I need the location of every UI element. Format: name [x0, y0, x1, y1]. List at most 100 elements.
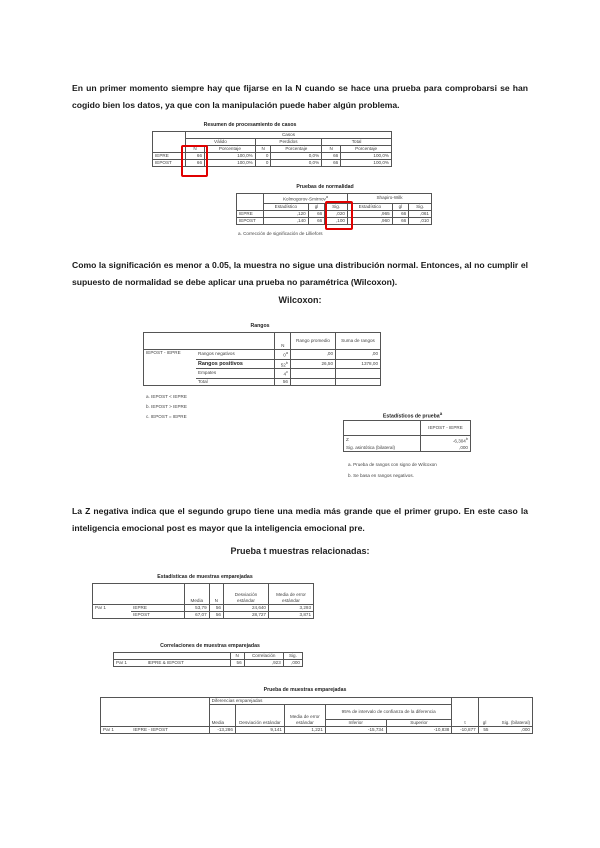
col-header: Superior: [385, 719, 453, 727]
footnote: b. IEPOST > IEPRE: [146, 404, 187, 409]
cell: ,010: [408, 216, 432, 225]
col-header: Sig.: [282, 652, 304, 660]
cell: ,965: [346, 209, 393, 218]
cell: 24,640: [223, 604, 269, 612]
sig-highlight-box: [325, 201, 353, 230]
col-header: N: [208, 583, 225, 605]
col-header: Media: [183, 583, 210, 605]
row-label: IEPOST: [236, 216, 264, 225]
cell: [335, 368, 381, 379]
normality-title: Pruebas de normalidad: [296, 184, 354, 190]
col-header: N: [321, 145, 342, 153]
cell: 1378,00: [335, 358, 381, 370]
cell: 66: [391, 209, 410, 218]
ranks-table: N Rango promedio Suma de rangos IEPOST -…: [142, 332, 381, 386]
ttest-heading: Prueba t muestras relacionadas:: [230, 546, 370, 556]
col-header: Media de error estándar: [268, 583, 314, 605]
cell: ,923: [243, 659, 284, 667]
col-header: Porcentaje: [204, 145, 256, 153]
paired-corr-table: N Correlación Sig. Par 1 IEPRE & IEPOST …: [112, 652, 304, 667]
pair-label: Par 1: [112, 659, 146, 667]
cell: 100,0%: [204, 159, 256, 167]
col-header: Estadístico: [263, 202, 309, 211]
cell: 4c: [274, 368, 291, 379]
cell: [335, 377, 381, 386]
footnote: a. IEPOST < IEPRE: [146, 394, 187, 399]
corner-cell: [92, 583, 185, 605]
row-label: Empates: [196, 368, 276, 379]
cell: 1,221: [283, 726, 326, 734]
table-row: Z -6,304b: [343, 434, 471, 445]
cell: ,000: [420, 444, 471, 452]
case-summary-title: Resumen de procesamiento de casos: [203, 122, 297, 128]
cell: ,000: [490, 726, 534, 734]
table-row: Sig. asintótica (bilateral) ,000: [343, 444, 471, 452]
row-label: Rangos positivos: [196, 358, 276, 370]
cell: 66: [321, 159, 342, 167]
ci-header: 95% de intervalo de confianza de la dife…: [324, 704, 453, 720]
corner-cell: [142, 332, 276, 350]
group-header: Shapiro-Wilk: [346, 193, 433, 204]
col-header: N: [254, 145, 272, 153]
cell: 66: [184, 159, 206, 167]
cell: -13,286: [208, 726, 236, 734]
corner-cell: [343, 420, 421, 436]
row-label: IEPRE: [131, 604, 185, 612]
col-header: gl: [391, 202, 410, 211]
row-group-label: IEPOST - IEPRE: [143, 349, 196, 386]
footnote: b. Se basa en rangos negativos.: [348, 473, 414, 478]
cell: 67,07: [183, 611, 210, 619]
corner-cell: [100, 697, 210, 727]
cell: 0,0%: [270, 152, 323, 160]
col-header: Sig.: [408, 202, 432, 211]
ranks-footnotes: a. IEPOST < IEPRE b. IEPOST > IEPRE c. I…: [146, 393, 187, 420]
table-row: IEPOST 67,07 56 28,727 3,871: [93, 611, 314, 619]
corner-cell: [113, 652, 231, 660]
cell: [290, 377, 336, 386]
row-label: Total: [196, 377, 276, 386]
cell: ,140: [263, 216, 309, 225]
paired-corr-title: Correlaciones de muestras emparejadas: [160, 643, 260, 649]
col-header: Suma de rangos: [335, 332, 381, 350]
cell: -6,304b: [420, 434, 471, 445]
test-stats-table: IEPOST - IEPRE Z -6,304b Sig. asintótica…: [343, 420, 471, 452]
cell: ,00: [335, 349, 381, 360]
col-header: t: [451, 697, 479, 727]
cell: ,061: [408, 209, 432, 218]
col-header: Rango promedio: [290, 332, 336, 350]
cell: 28,727: [223, 611, 269, 619]
cell: 3,293: [268, 604, 314, 612]
col-header: gl: [477, 697, 491, 727]
cell: ,120: [263, 209, 309, 218]
cell: 53,79: [183, 604, 210, 612]
sub-header: Perdidos: [254, 138, 323, 146]
cell: -10,877: [451, 726, 479, 734]
table-row: IEPOST - IEPRE Rangos negativos 0a ,00 ,…: [143, 349, 381, 386]
cell: 0,0%: [270, 159, 323, 167]
cell: -10,838: [385, 726, 453, 734]
cell: ,960: [346, 216, 393, 225]
cell: ,00: [290, 349, 336, 360]
row-label: Rangos negativos: [196, 349, 276, 360]
col-header: Inferior: [324, 719, 387, 727]
cell: 66: [307, 209, 326, 218]
cell: 26,50: [290, 358, 336, 370]
cell: 66: [321, 152, 342, 160]
cell: -15,734: [324, 726, 387, 734]
n-highlight-box: [181, 145, 208, 177]
sub-header: Total: [321, 138, 392, 146]
col-header: IEPOST - IEPRE: [420, 420, 471, 436]
col-header: Desviación estándar: [234, 704, 285, 727]
cell: 56: [208, 611, 225, 619]
row-label: IEPRE - IEPOST: [131, 726, 210, 734]
paired-stats-table: Media N Desviación estándar Media de err…: [92, 583, 314, 619]
col-header: Media de error estándar: [283, 704, 326, 727]
intro-paragraph: En un primer momento siempre hay que fij…: [72, 83, 528, 110]
footnote: a. Prueba de rangos con signo de Wilcoxo…: [348, 462, 437, 467]
paired-test-title: Prueba de muestras emparejadas: [263, 687, 347, 693]
col-header: Sig. (bilateral): [490, 697, 534, 727]
paired-test-table: Diferencias emparejadas t gl Sig. (bilat…: [100, 697, 534, 734]
cell: 56: [274, 377, 291, 386]
cell: [290, 368, 336, 379]
cell: 100,0%: [204, 152, 256, 160]
